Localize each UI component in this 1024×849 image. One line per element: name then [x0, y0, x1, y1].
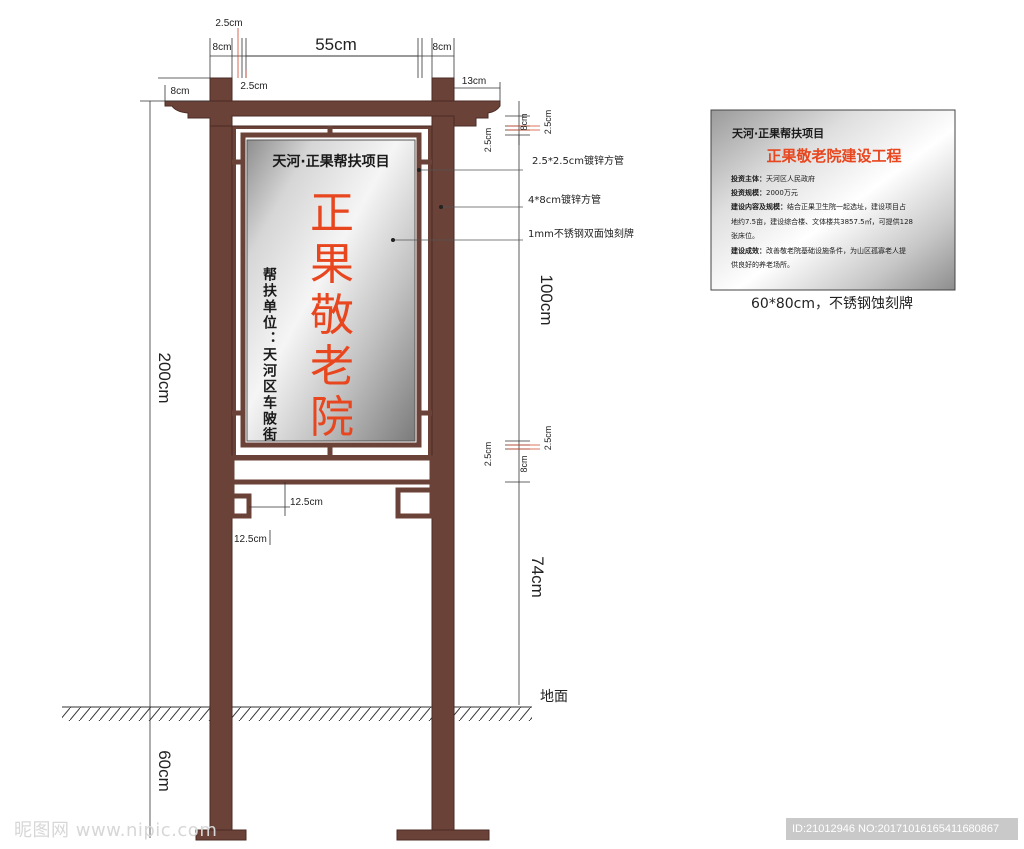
sign-front-project: 天河·正果帮扶项目: [272, 153, 389, 170]
dim-bracket-h: 12.5cm: [290, 497, 323, 508]
watermark: 昵图网 www.nipic.com: [14, 820, 218, 841]
back-row-4: 地约7.5亩，建设综合楼、文体楼共3857.5㎡，可提供128: [731, 217, 913, 226]
dim-frame-top-25a: 2.5cm: [543, 110, 553, 135]
dim-frame-bot-25b: 2.5cm: [483, 442, 493, 467]
sign-back-title: 正果敬老院建设工程: [766, 147, 901, 165]
name-char-4: 老: [310, 341, 354, 392]
dimension-accents: [237, 28, 540, 450]
callout-plate: 1mm不锈钢双面蚀刻牌: [528, 227, 634, 240]
sign-front-name: 正 果 敬 老 院: [310, 188, 354, 443]
sign-back-caption: 60*80cm，不锈钢蚀刻牌: [751, 295, 913, 312]
posts: [195, 77, 490, 841]
back-row-7: 供良好的养老场所。: [731, 260, 794, 269]
name-char-5: 院: [310, 392, 354, 443]
ground-label: 地面: [540, 689, 568, 705]
dim-sign-height: 100cm: [537, 274, 556, 325]
sign-back-plate: 天河·正果帮扶项目 正果敬老院建设工程 投资主体：天河区人民政府 投资规模：20…: [710, 109, 956, 312]
dim-frame-top-25b: 2.5cm: [483, 128, 493, 153]
sign-back-rows: 投资主体：天河区人民政府 投资规模：2000万元 建设内容及规模：结合正果卫生院…: [731, 174, 913, 269]
sign-back-project: 天河·正果帮扶项目: [732, 126, 824, 140]
top-cap: [164, 100, 501, 127]
dim-legs: 74cm: [528, 556, 547, 598]
dim-cap-overhang: 13cm: [462, 76, 486, 87]
dim-tube-above: 2.5cm: [215, 18, 242, 29]
sign-front-plate: 天河·正果帮扶项目 正 果 敬 老 院 帮扶单位：天河区车陂街: [246, 139, 416, 443]
name-char-3: 敬: [310, 290, 354, 341]
dim-frame-top-8cm: 8cm: [519, 113, 529, 130]
dim-tube-below: 2.5cm: [240, 81, 267, 92]
name-char-1: 正: [310, 188, 354, 239]
ground: [62, 706, 532, 721]
image-id-bar: ID:21012946 NO:20171016165411680867: [786, 818, 1018, 840]
callout-leaders: 2.5*2.5cm镀锌方管 4*8cm镀锌方管 1mm不锈钢双面蚀刻牌: [391, 154, 634, 242]
back-row-6: 建设成效：改善敬老院基础设施条件，为山区孤寡老人提: [731, 246, 906, 255]
dim-bracket-w: 12.5cm: [234, 534, 267, 545]
dim-frame-bot-8cm: 8cm: [519, 455, 529, 472]
callout-tube-small: 2.5*2.5cm镀锌方管: [532, 154, 624, 167]
back-row-3: 建设内容及规模：结合正果卫生院一起选址，建设项目占: [731, 202, 906, 211]
left-post: [209, 77, 233, 839]
back-row-2: 投资规模：2000万元: [731, 188, 798, 197]
dim-total-height: 200cm: [155, 352, 174, 403]
dim-top-width: 55cm: [315, 35, 357, 54]
dim-underground: 60cm: [155, 750, 174, 792]
dim-top-right-post: 8cm: [433, 42, 452, 53]
dim-top-left-post: 8cm: [213, 42, 232, 53]
dim-cap-height: 8cm: [171, 86, 190, 97]
back-row-1: 投资主体：天河区人民政府: [731, 174, 815, 183]
dimension-texts: 55cm 8cm 8cm 2.5cm 2.5cm 8cm 13cm 8cm 2.…: [155, 18, 568, 792]
left-post-foot: [195, 829, 247, 841]
right-post: [431, 77, 455, 839]
right-post-foot: [396, 829, 490, 841]
back-row-5: 张床位。: [731, 231, 759, 240]
name-char-2: 果: [310, 239, 354, 290]
sign-front-support-unit: 帮扶单位：天河区车陂街: [261, 266, 278, 443]
callout-tube-big: 4*8cm镀锌方管: [528, 193, 601, 206]
dim-frame-bot-25a: 2.5cm: [543, 426, 553, 451]
